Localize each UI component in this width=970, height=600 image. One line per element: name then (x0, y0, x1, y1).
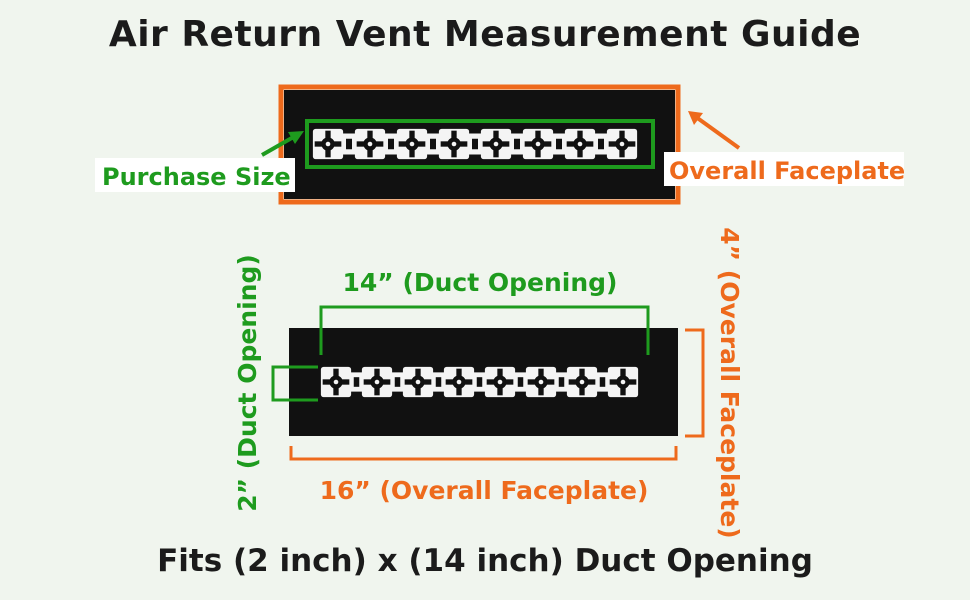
page-title: Air Return Vent Measurement Guide (108, 14, 862, 55)
grille-motif (361, 366, 393, 398)
grille-motif (522, 128, 554, 160)
grille-connector (553, 133, 565, 155)
faceplate-height-bracket (685, 328, 705, 438)
purchase-size-label: Purchase Size (102, 163, 291, 191)
purchase-size-arrow (261, 131, 304, 157)
grille-motif (402, 366, 434, 398)
grille-connector (433, 372, 444, 392)
grille-connector (515, 372, 526, 392)
duct-height-label: 2” (Duct Opening) (233, 254, 262, 512)
grille-connector (556, 372, 567, 392)
grille-connector (469, 133, 481, 155)
grille-motif (320, 366, 352, 398)
grille-connector (511, 133, 523, 155)
grille-motif (396, 128, 428, 160)
grille-connector (392, 372, 403, 392)
faceplate-height-label: 4” (Overall Faceplate) (715, 227, 744, 538)
overall-faceplate-label: Overall Faceplate (669, 157, 905, 185)
faceplate-arrow (688, 111, 741, 150)
grille-connector (427, 133, 439, 155)
grille-connector (343, 133, 355, 155)
top-vent (278, 84, 681, 205)
grille-motif (484, 366, 516, 398)
grille-connector (597, 372, 608, 392)
grille-motif (564, 128, 596, 160)
bottom-vent (289, 328, 678, 436)
fit-summary: Fits (2 inch) x (14 inch) Duct Opening (157, 543, 813, 579)
faceplate-label-bg (664, 152, 904, 186)
grille-motif (480, 128, 512, 160)
grille-connector (474, 372, 485, 392)
grille-motif (354, 128, 386, 160)
grille-motif (312, 128, 344, 160)
faceplate-width-bracket (289, 446, 678, 461)
grille-motif (566, 366, 598, 398)
duct-width-label: 14” (Duct Opening) (343, 268, 618, 297)
grille-connector (385, 133, 397, 155)
duct-height-bracket (271, 365, 318, 402)
grille-connector (595, 133, 607, 155)
grille-motif (606, 128, 638, 160)
grille-motif (443, 366, 475, 398)
grille-motif (607, 366, 639, 398)
purchase-label-bg (95, 158, 295, 192)
grille-connector (351, 372, 362, 392)
duct-width-bracket (319, 305, 650, 355)
grille-motif (525, 366, 557, 398)
faceplate-width-label: 16” (Overall Faceplate) (320, 476, 649, 505)
grille-motif (438, 128, 470, 160)
purchase-size-outline (305, 119, 655, 169)
